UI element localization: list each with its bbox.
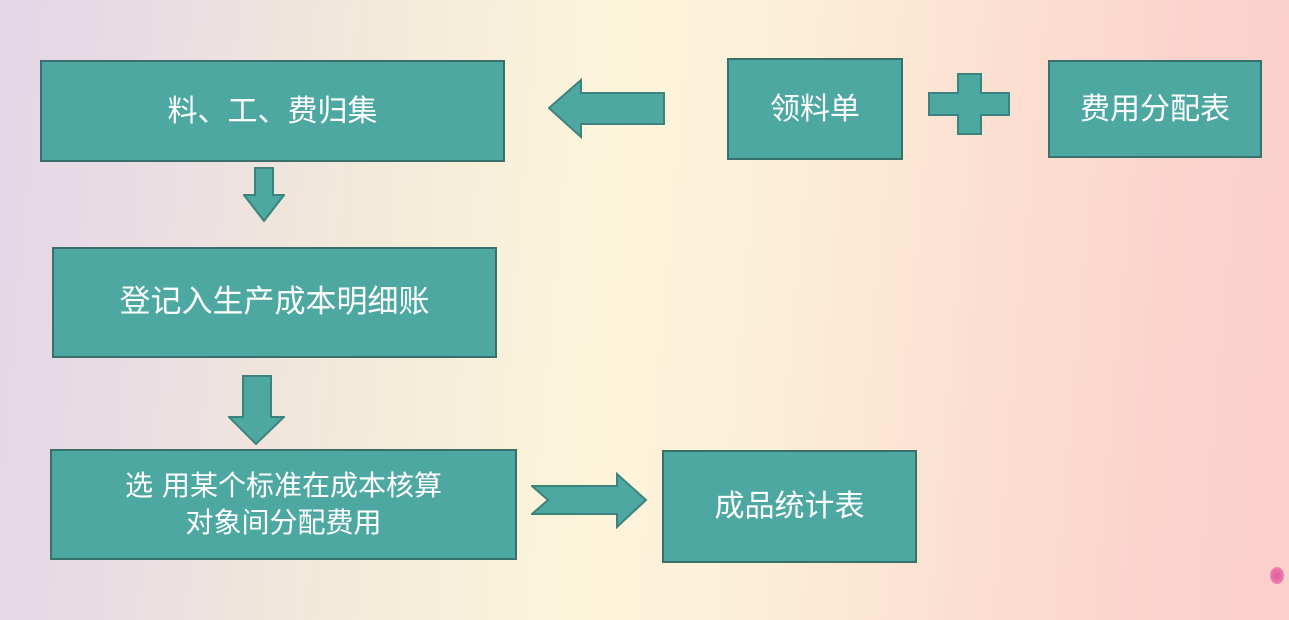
plus-icon <box>928 73 1010 135</box>
box-label: 登记入生产成本明细账 <box>119 284 430 321</box>
box-label: 费用分配表 <box>1080 91 1230 127</box>
box-label: 料、工、费归集 <box>167 93 378 129</box>
box-label-line2: 对象间分配费用 <box>185 505 382 539</box>
box-label-line1: 选 用某个标准在成本核算 <box>125 469 442 503</box>
left-arrow-icon <box>548 78 665 139</box>
box-allocate-expense-by-standard: 选 用某个标准在成本核算 对象间分配费用 <box>50 449 517 560</box>
box-material-requisition: 领料单 <box>727 58 903 160</box>
box-label: 领料单 <box>770 91 860 127</box>
box-finished-product-statistics: 成品统计表 <box>662 450 917 563</box>
box-expense-allocation-table: 费用分配表 <box>1048 60 1262 158</box>
box-label: 成品统计表 <box>714 489 865 524</box>
down-arrow-icon <box>228 375 285 446</box>
box-register-production-cost-ledger: 登记入生产成本明细账 <box>52 247 497 358</box>
right-arrow-icon <box>531 472 648 529</box>
down-arrow-icon <box>243 167 285 223</box>
pink-dot-decoration <box>1270 567 1284 584</box>
box-material-labor-expense-collection: 料、工、费归集 <box>40 60 505 162</box>
